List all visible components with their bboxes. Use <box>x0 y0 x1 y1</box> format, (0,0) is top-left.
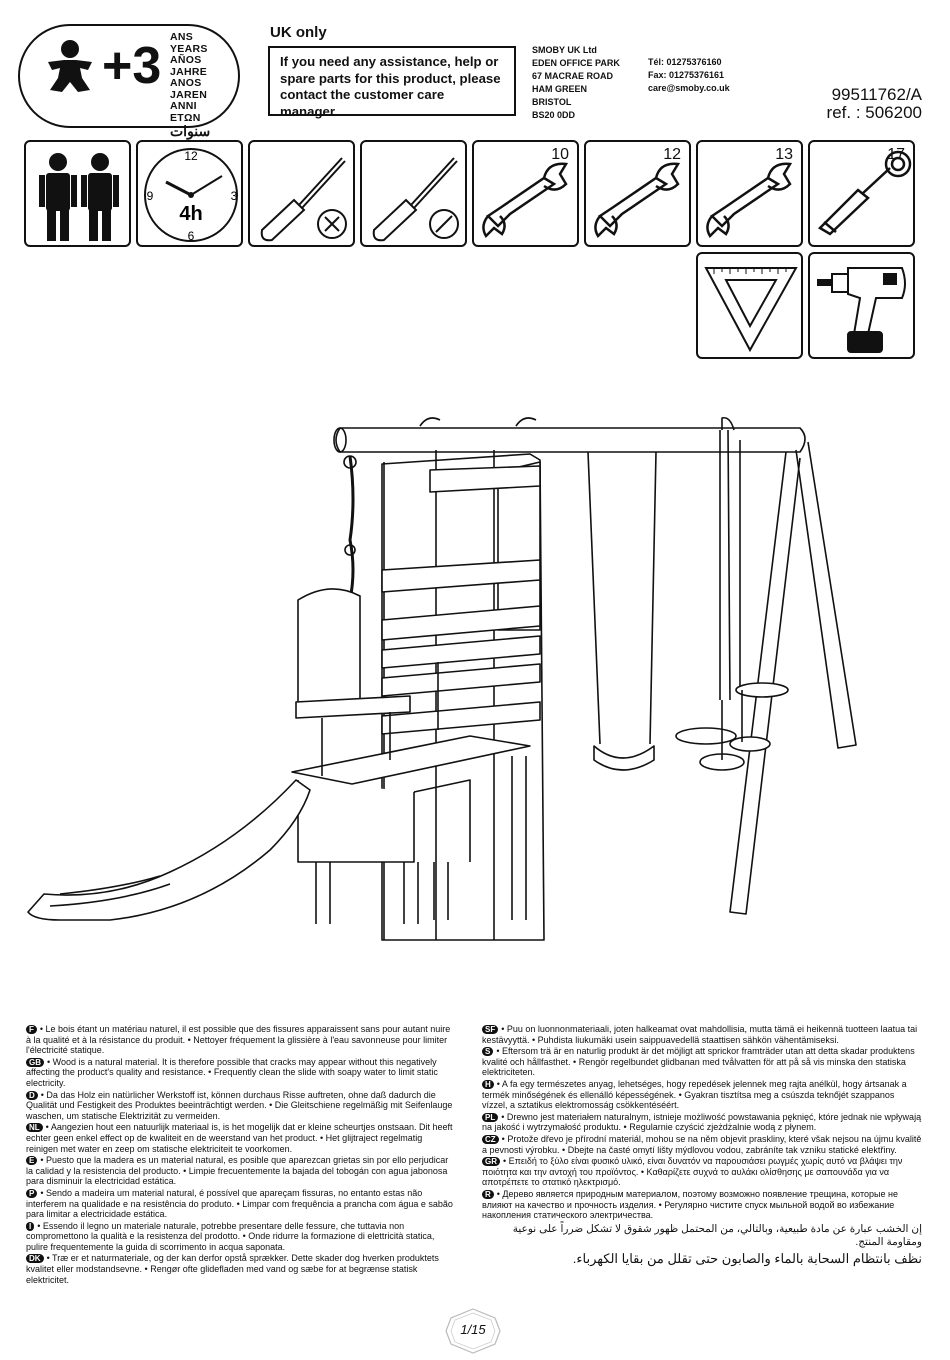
notice: DK• Træ er et naturmateriale, og der kan… <box>26 1253 456 1285</box>
notice: H• A fa egy természetes anyag, lehetsége… <box>482 1079 922 1111</box>
notice: S• Eftersom trä är en naturlig produkt ä… <box>482 1046 922 1078</box>
clock-number: 12 <box>184 149 198 163</box>
age-word: JAHRE <box>170 65 208 78</box>
language-badge: E <box>26 1156 38 1166</box>
notice: GB• Wood is a natural material. It is th… <box>26 1057 456 1089</box>
page-number-badge <box>445 1308 501 1354</box>
language-badge: PL <box>482 1112 499 1122</box>
clock-number: 9 <box>147 189 154 203</box>
notice: GR• Επειδή το ξύλο είναι φυσικό υλικό, ε… <box>482 1156 922 1188</box>
age-word: ANNI <box>170 100 197 112</box>
notice: SF• Puu on luonnonmateriaali, joten halk… <box>482 1024 922 1045</box>
notice-text: • Eftersom trä är en naturlig produkt är… <box>482 1046 915 1078</box>
socket-wrench-icon: 17 <box>808 140 915 247</box>
wrench-icon: 12 <box>584 140 691 247</box>
wrench-icon: 13 <box>696 140 803 247</box>
notice-text: • Træ er et naturmateriale, og der kan d… <box>26 1253 439 1285</box>
address-line: 67 MACRAE ROAD <box>532 71 614 81</box>
fax: Fax: 01275376161 <box>648 70 725 80</box>
wrench-size: 12 <box>663 146 681 163</box>
notice-text: • Puesto que la madera es un material na… <box>26 1155 449 1187</box>
two-adults-icon <box>24 140 131 247</box>
wrench-size: 13 <box>775 146 793 163</box>
child-figure-icon <box>48 40 92 92</box>
clock-number: 3 <box>231 189 238 203</box>
clock-icon: 12 3 6 9 4h <box>136 140 243 247</box>
language-badge: H <box>482 1079 494 1089</box>
drill-icon <box>808 252 915 359</box>
product-ref: ref. : 506200 <box>826 103 922 122</box>
notice: CZ• Protože dřevo je přírodní materiál, … <box>482 1134 922 1155</box>
notice: F• Le bois étant un matériau naturel, il… <box>26 1024 456 1056</box>
company-address: SMOBY UK Ltd EDEN OFFICE PARK 67 MACRAE … <box>532 44 620 122</box>
arabic-notice: نظف بانتظام السحابة بالماء والصابون حتى … <box>572 1250 922 1266</box>
age-word: JAREN <box>170 88 208 101</box>
language-badge: GR <box>482 1157 500 1167</box>
age-word: ANS <box>170 31 194 43</box>
notice-text: • Puu on luonnonmateriaali, joten halkea… <box>482 1024 918 1045</box>
notice-text: • Επειδή το ξύλο είναι φυσικό υλικό, είν… <box>482 1156 903 1188</box>
assembly-time: 4h <box>179 203 202 225</box>
age-word: ANOS <box>170 77 202 89</box>
product-code: 99511762/A <box>831 85 922 104</box>
phillips-screwdriver-icon <box>248 140 355 247</box>
flat-screwdriver-icon <box>360 140 467 247</box>
notice-text: • Protože dřevo je přírodní materiál, mo… <box>482 1133 922 1155</box>
notices-left-column: F• Le bois étant un matériau naturel, il… <box>26 1024 456 1286</box>
language-badge: DK <box>26 1254 44 1264</box>
address-line: SMOBY UK Ltd <box>532 45 597 55</box>
address-line: HAM GREEN <box>532 84 588 94</box>
notice: P• Sendo a madeira um material natural, … <box>26 1188 456 1220</box>
language-badge: CZ <box>482 1134 499 1144</box>
email: care@smoby.co.uk <box>648 83 730 93</box>
uk-only-label: UK only <box>270 24 327 41</box>
notice-text: • Wood is a natural material. It is ther… <box>26 1056 438 1088</box>
address-line: EDEN OFFICE PARK <box>532 58 620 68</box>
language-badge: F <box>26 1025 37 1034</box>
wrench-size: 10 <box>551 146 569 163</box>
clock-number: 6 <box>188 229 195 243</box>
notice: PL• Drewno jest materiałem naturalnym, i… <box>482 1112 922 1133</box>
language-badge: S <box>482 1047 494 1057</box>
notice-text: • Aangezien hout een natuurlijk materiaa… <box>26 1122 453 1154</box>
notice-text: • Sendo a madeira um material natural, é… <box>26 1187 453 1220</box>
age-words: ANS YEARS AÑOS JAHRE ANOS JAREN ANNI ETΩ… <box>170 31 211 139</box>
address-line: BRISTOL <box>532 97 572 107</box>
language-badge: SF <box>482 1025 499 1034</box>
language-badge: R <box>482 1189 494 1199</box>
notice-text: • Da das Holz ein natürlicher Werkstoff … <box>26 1089 453 1121</box>
page-number: 1/15 <box>460 1322 486 1337</box>
language-badge: P <box>26 1188 38 1198</box>
age-badge: +3 ANS YEARS AÑOS JAHRE ANOS JAREN ANNI … <box>18 24 240 139</box>
notice-text: • Drewno jest materiałem naturalnym, ist… <box>482 1111 922 1133</box>
language-badge: NL <box>26 1123 43 1133</box>
notice: R• Дерево является природным материалом,… <box>482 1189 922 1221</box>
set-square-icon <box>696 252 803 359</box>
swing-set-illustration <box>27 416 857 941</box>
notice: E• Puesto que la madera es un material n… <box>26 1155 456 1187</box>
notice: NL• Aangezien hout een natuurlijk materi… <box>26 1122 456 1154</box>
age-word: ETΩN <box>170 111 201 124</box>
phone: Tél: 01275376160 <box>648 57 722 67</box>
age-word: سنوات <box>170 123 211 139</box>
age-value: +3 <box>102 37 162 95</box>
arabic-notice: إن الخشب عبارة عن مادة طبيعية، وبالتالي،… <box>512 1222 922 1248</box>
notice-text: • Essendo il legno un materiale naturale… <box>26 1220 435 1252</box>
language-badge: GB <box>26 1057 44 1067</box>
language-badge: D <box>26 1090 38 1100</box>
reference-block: 99511762/A ref. : 506200 <box>827 86 922 122</box>
assistance-box: If you need any assistance, help or spar… <box>268 46 516 119</box>
age-word: AÑOS <box>170 54 202 66</box>
notice-text: • Le bois étant un matériau naturel, il … <box>26 1024 451 1056</box>
address-line: BS20 0DD <box>532 110 576 120</box>
company-contact: Tél: 01275376160 Fax: 01275376161 care@s… <box>648 56 730 95</box>
notice: I• Essendo il legno un materiale natural… <box>26 1221 456 1253</box>
notice: D• Da das Holz ein natürlicher Werkstoff… <box>26 1090 456 1122</box>
notice-text: • Дерево является природным материалом, … <box>482 1188 898 1221</box>
language-badge: I <box>26 1221 35 1231</box>
age-word: YEARS <box>170 42 208 55</box>
notice-text: • A fa egy természetes anyag, lehetséges… <box>482 1078 907 1111</box>
wrench-icon: 10 <box>472 140 579 247</box>
notices-right-column: SF• Puu on luonnonmateriaali, joten halk… <box>482 1024 922 1266</box>
